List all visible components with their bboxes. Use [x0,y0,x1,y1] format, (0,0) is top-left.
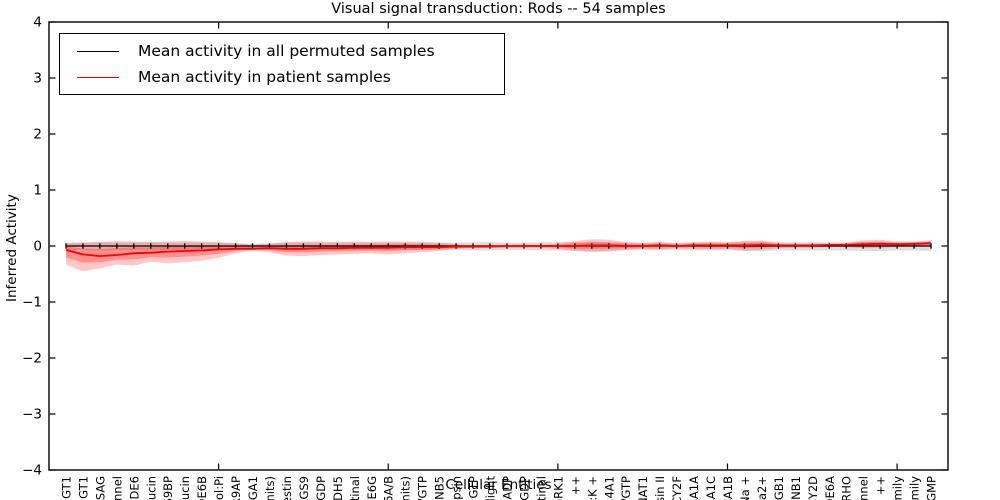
category-label: Transducin [144,476,158,500]
category-label: GNGT1 [59,476,73,500]
legend-label-permuted: Mean activity in all permuted samples [138,42,435,60]
category-label: mol:Ca2+ [755,476,769,500]
svg-text:−1: −1 [22,295,42,311]
x-axis-label: Cellular Entities [445,477,552,493]
category-label: Rhodopsin [450,476,464,500]
category-label: cGMP/CNG Channel [857,476,871,500]
patient-band [66,239,931,272]
category-label: GNAT1 [636,476,650,500]
category-label: PDE6 [127,476,141,500]
category-label: RGS9-1/Gbeta5/R9AP [229,476,243,500]
patient-mean-line [65,242,932,258]
category-label: GC2/GCAP Family [891,476,905,500]
plot-border [48,21,949,471]
category-label: SAG [93,476,107,500]
svg-text:4: 4 [33,15,42,31]
category-label: GUCA1A [687,476,701,500]
y-axis-ticks: −4 −3 −2 −1 0 1 2 3 4 [22,15,948,479]
category-label: mol:Pi [212,476,226,500]
svg-text:1: 1 [33,183,42,199]
category-label: GNB1 [789,476,803,500]
y-axis-label: Inferred Activity [4,194,20,302]
patient-line-swatch [77,76,119,78]
category-label: GC1/GCAP Family [908,476,922,500]
category-label: RGS9BP [161,476,175,500]
category-label: GUCA1B [721,476,735,500]
chart-title: Visual signal transduction: Rods -- 54 s… [331,1,666,17]
category-label: Na + (4 Units) [263,476,277,500]
category-label: mol:all-trans-retinal [534,476,548,500]
category-label: PDE6A/B [382,476,396,500]
category-label: GNAT1/GTP [619,476,633,500]
category-label: PDE6G/GNAT1/GTP [416,476,430,500]
category-label: mol:GMP (4 units) [399,476,413,500]
svg-text:−2: −2 [22,351,42,367]
category-label: GNB1/GNGT1 [76,476,90,500]
category-label: RGS9 [297,476,311,500]
category-label: GCAP Family/Ca ++ [874,476,888,500]
category-label: GUCY2F [670,476,684,500]
category-label: Metarhodopsin II [653,476,667,500]
category-label: Metarhodopsin II/Arrestin [280,476,294,500]
category-label: mol:cGMP [925,476,939,500]
legend-item-patient: Mean activity in patient samples [60,64,504,90]
category-label: PDE6B [195,476,209,500]
svg-text:2: 2 [33,127,42,143]
legend-item-permuted: Mean activity in all permuted samples [60,38,504,64]
category-label: PDE6G [365,476,379,500]
permuted-line-swatch [77,50,119,52]
svg-text:0: 0 [33,239,42,255]
category-label: CNG Channel [110,476,124,500]
category-label: SLC24A1 [602,476,616,500]
category-label: GNB5 [433,476,447,500]
x-axis-ticks [218,22,898,470]
legend: Mean activity in all permuted samples Me… [59,33,505,95]
category-label: mol:Na + [738,476,752,500]
category-label: mol:GTP [467,476,481,500]
category-label: CNGB1 [772,476,786,500]
x-category-labels: GNGT1GNB1/GNGT1SAGCNG ChannelPDE6Transdu… [59,476,938,500]
category-label: mol:11-cis-retinal [348,476,362,500]
category-label: GRK1 [551,476,565,500]
svg-text:−3: −3 [22,407,42,423]
category-label: GUCA1C [704,476,718,500]
category-label: mol:Ca ++ [568,476,582,500]
category-label: Metarhodopsin II/Transducin [178,476,192,500]
legend-label-patient: Mean activity in patient samples [138,68,391,86]
category-label: GUCY2D [806,476,820,500]
category-label: mol:ADP [500,476,514,500]
svg-text:−4: −4 [22,463,42,479]
category-label: PDE6A [823,476,837,500]
category-label: RDH5 [331,476,345,500]
svg-text:3: 3 [33,71,42,87]
category-label: GNAT1/GDP [314,476,328,500]
category-label: CNGA1 [246,476,260,500]
category-label: absorption of light [484,476,498,500]
category-label: mol:GDP [517,476,531,500]
category-label: mol:K + [585,476,599,500]
category-label: RHO [840,476,854,500]
